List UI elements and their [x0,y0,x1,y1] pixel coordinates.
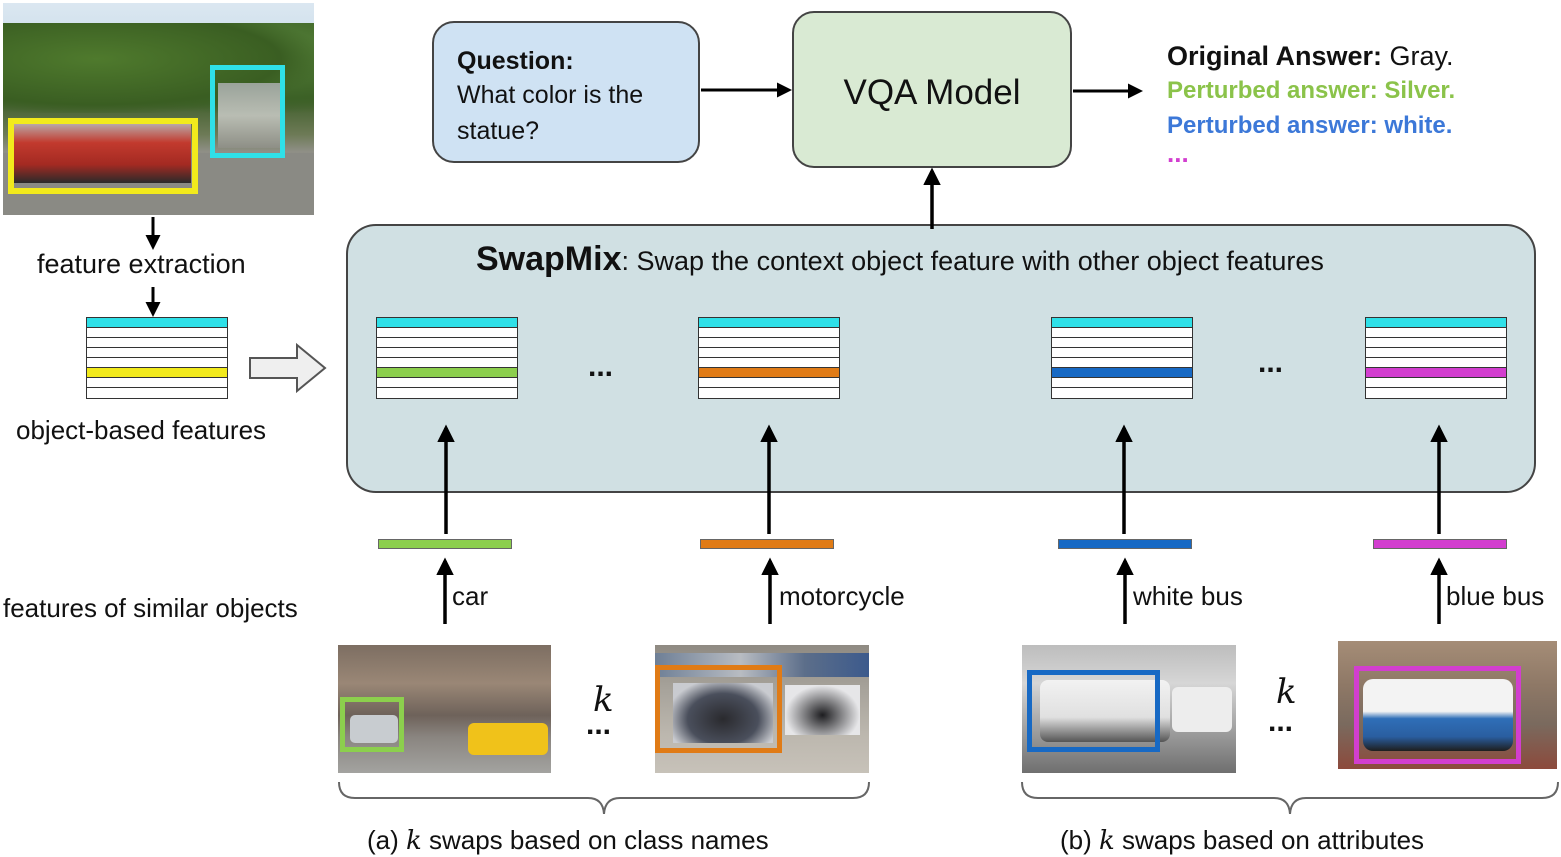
swapmix-panel [346,224,1536,493]
second-bus-shape [1172,687,1232,732]
swap-label-motorcycle: motorcycle [779,581,905,611]
swapmix-ellipsis-left: ... [588,350,614,383]
white-bus-feature-swatch [1058,539,1192,549]
k-symbol-left: k [593,680,614,720]
question-line-2: statue? [457,117,540,145]
object-features-label: object-based features [16,415,267,445]
white-bus-photo [1022,645,1236,773]
caption-a-prefix: (a) [367,825,406,855]
swapped-feature-stack-car [376,317,518,399]
blue-bus-feature-swatch [1373,539,1507,549]
scene-photo [3,3,314,215]
hollow-arrow-into-swapmix [249,342,327,394]
similar-objects-label: features of similar objects [3,593,298,623]
car-feature-swatch [378,539,512,549]
caption-b-prefix: (b) [1060,825,1099,855]
blue-bus-photo [1338,641,1557,769]
photo-ellipsis-left: ... [586,708,612,741]
caption-b: (b) k swaps based on attributes [1060,827,1424,854]
statue-bounding-box [210,65,285,158]
car-bounding-box [340,697,404,752]
more-answers-ellipsis: ... [1167,138,1189,168]
motorcycle-feature-swatch [700,539,834,549]
swapped-feature-stack-white-bus [1051,317,1193,399]
swap-label-car: car [452,581,489,611]
perturbed-answer-1: Perturbed answer: Silver. [1167,77,1456,104]
swapmix-description: : Swap the context object feature with o… [621,246,1324,276]
brace-attributes [1021,781,1559,815]
original-answer-value: Gray. [1382,41,1454,71]
bus-bounding-box [8,118,198,194]
brace-class-names [338,781,870,815]
taxi-shape [468,723,548,755]
caption-b-suffix: swaps based on attributes [1114,825,1425,855]
street-car-photo [338,645,551,773]
original-answer-label: Original Answer: [1167,41,1383,71]
caption-b-k: k [1099,826,1115,856]
question-line-1: What color is the [457,81,644,109]
motorcycle-shape [673,683,773,743]
swap-label-blue-bus: blue bus [1446,581,1545,611]
swapped-feature-stack-blue-bus [1365,317,1507,399]
vqa-model-label: VQA Model [843,73,1021,112]
caption-a-k: k [406,826,422,856]
k-symbol-right: k [1276,672,1297,712]
vqa-model-box: VQA Model [792,11,1072,168]
caption-a-suffix: swaps based on class names [421,825,769,855]
perturbed-answer-2: Perturbed answer: white. [1167,112,1453,139]
car-shape [350,715,398,743]
bus-shape [11,121,191,183]
statue-shape [218,83,280,148]
swapmix-title: SwapMix [476,240,622,278]
swap-label-white-bus: white bus [1133,581,1243,611]
caption-a: (a) k swaps based on class names [367,827,769,854]
white-bus-shape [1040,680,1170,742]
question-title: Question: [457,47,574,75]
motorcycle-photo [655,645,869,773]
object-feature-stack [86,317,228,399]
original-answer: Original Answer: Gray. [1167,43,1454,70]
photo-ellipsis-right: ... [1268,705,1294,738]
blue-bus-shape [1363,679,1513,751]
white-bus-bounding-box [1027,670,1160,752]
motorcycle-bounding-box [655,665,782,753]
swapped-feature-stack-motorcycle [698,317,840,399]
feature-extraction-label: feature extraction [37,249,246,279]
swapmix-heading: SwapMix: Swap the context object feature… [476,242,1324,276]
swapmix-ellipsis-right: ... [1258,346,1284,379]
second-motorcycle-shape [785,685,860,735]
question-box: Question: What color is the statue? [432,21,700,163]
blue-bus-bounding-box [1354,666,1521,764]
